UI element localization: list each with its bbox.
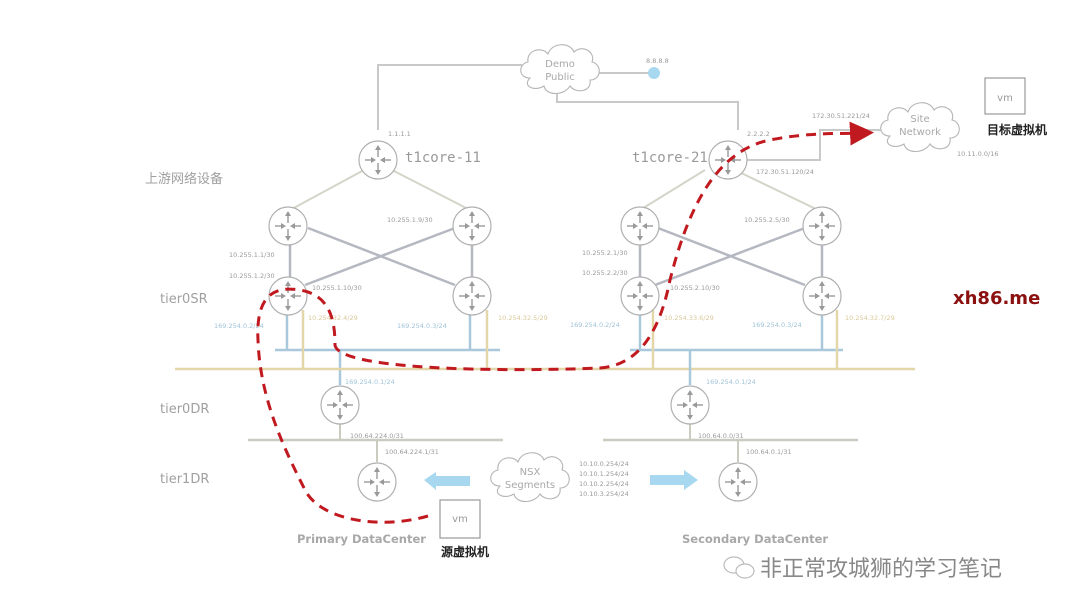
ip-label: 100.64.0.1/31 — [746, 448, 792, 456]
arrow-right-icon — [650, 470, 698, 490]
demo-public-cloud: Demo Public — [520, 44, 600, 95]
ip-label: 8.8.8.8 — [646, 57, 669, 65]
primary-dc-label: Primary DataCenter — [297, 532, 426, 546]
ip-label: 2.2.2.2 — [747, 130, 770, 138]
ip-label: 172.30.51.120/24 — [756, 168, 814, 176]
ip-label: 100.64.224.1/31 — [385, 448, 439, 456]
wan-links — [377, 64, 884, 161]
cloud-label: Site — [910, 114, 929, 125]
ip-label: 1.1.1.1 — [388, 130, 411, 138]
router-core-left-icon — [358, 140, 398, 180]
router-tier0sr-icon — [452, 276, 492, 316]
ip-label: 10.10.2.254/24 — [579, 480, 629, 488]
vm-label: vm — [452, 514, 468, 525]
cloud-label: Demo — [545, 59, 575, 70]
source-vm-box — [439, 499, 481, 539]
target-vm-label: 目标虚拟机 — [987, 122, 1047, 137]
nsx-segments-cloud: NSX Segments — [490, 452, 570, 503]
core-right-label: t1core-21 — [632, 150, 708, 166]
dns-endpoint-icon — [648, 67, 660, 79]
router-icon — [620, 206, 660, 246]
ip-label: 10.10.3.254/24 — [579, 490, 629, 498]
router-tier1dr-icon — [718, 462, 758, 502]
ip-label: 10.254.32.5/29 — [498, 314, 548, 322]
ip-label: 100.64.0.0/31 — [698, 432, 744, 440]
ip-label: 10.10.1.254/24 — [579, 470, 629, 478]
ip-label: 169.254.0.1/24 — [706, 378, 756, 386]
cloud-label: Segments — [505, 480, 555, 491]
ip-label: 10.11.0.0/16 — [957, 150, 998, 158]
ip-label: 169.254.0.2/24 — [570, 321, 620, 329]
left-dc-links — [248, 169, 503, 462]
ip-label: 169.254.0.3/24 — [752, 321, 802, 329]
ip-label: 10.255.1.10/30 — [312, 284, 362, 292]
router-icon — [802, 206, 842, 246]
ip-label: 100.64.224.0/31 — [350, 432, 404, 440]
tier0sr-label: tier0SR — [160, 292, 208, 307]
brand-watermark: xh86.me — [953, 288, 1040, 309]
router-tier0dr-icon — [320, 385, 360, 425]
cloud-label: Network — [899, 127, 941, 138]
ip-label: 10.10.0.254/24 — [579, 460, 629, 468]
wechat-icon — [723, 556, 755, 579]
ip-label: 10.255.1.2/30 — [229, 272, 275, 280]
vm-label: vm — [997, 93, 1013, 104]
router-tier0sr-icon — [802, 276, 842, 316]
ip-label: 10.255.2.1/30 — [582, 249, 628, 257]
ip-label: 10.254.32.7/29 — [845, 314, 895, 322]
ip-label: 10.255.2.5/30 — [744, 216, 790, 224]
router-tier1dr-icon — [357, 462, 397, 502]
core-left-label: t1core-11 — [405, 150, 481, 166]
ip-label: 169.254.0.2/24 — [214, 322, 264, 330]
router-tier0sr-icon — [268, 276, 308, 316]
router-icon — [268, 206, 308, 246]
source-vm-label: 源虚拟机 — [441, 544, 489, 559]
ip-label: 10.254.33.6/29 — [664, 314, 714, 322]
ip-label: 10.255.2.10/30 — [670, 284, 720, 292]
tier0dr-label: tier0DR — [160, 402, 209, 417]
target-vm-box — [984, 77, 1026, 115]
cloud-label: NSX — [520, 467, 541, 478]
router-tier0sr-icon — [620, 276, 660, 316]
tier1dr-label: tier1DR — [160, 472, 209, 487]
router-icon — [452, 206, 492, 246]
ip-label: 10.255.1.1/30 — [229, 251, 275, 259]
secondary-dc-label: Secondary DataCenter — [682, 532, 828, 546]
router-tier0dr-icon — [670, 385, 710, 425]
migration-path — [256, 121, 874, 524]
site-network-cloud: Site Network — [880, 102, 960, 153]
ip-label: 10.255.1.9/30 — [387, 216, 433, 224]
upstream-label: 上游网络设备 — [145, 171, 223, 187]
arrow-left-icon — [424, 472, 470, 490]
ip-label: 169.254.0.1/24 — [345, 378, 395, 386]
ip-label: 172.30.51.221/24 — [812, 112, 870, 120]
ip-label: 10.255.2.2/30 — [582, 269, 628, 277]
ip-label: 169.254.0.3/24 — [397, 322, 447, 330]
cloud-label: Public — [545, 72, 575, 83]
watermark-text: 非正常攻城狮的学习笔记 — [760, 557, 1002, 582]
